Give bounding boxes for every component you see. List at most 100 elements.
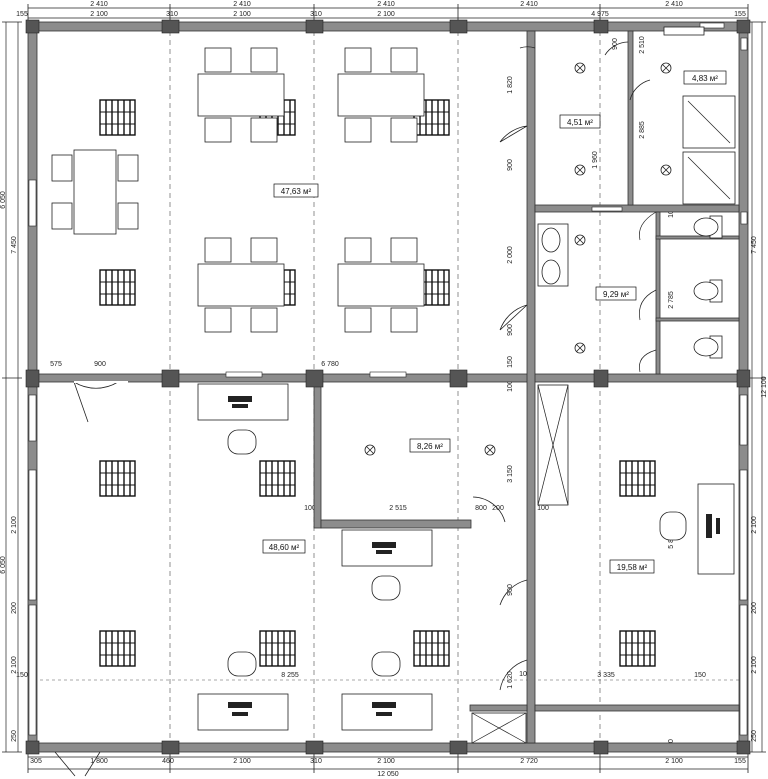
dim-interior: 3 150: [507, 465, 514, 483]
ceiling-light-icon: [574, 342, 586, 354]
ceiling-light-icon: [484, 444, 496, 456]
dim-left-outer: 6 050: [0, 556, 7, 574]
dim-interior: 1 960: [592, 151, 599, 169]
dim-right-inner: 250: [751, 730, 758, 742]
dim-bottom-inner: 2 720: [520, 758, 538, 765]
columns: [25, 19, 751, 755]
shower-cabins: [663, 26, 736, 205]
dim-bottom-inner: 305: [30, 758, 42, 765]
dim-top-outer: 2 410: [377, 1, 395, 8]
ceiling-light-icon: [660, 62, 672, 74]
dim-left-inner: 2 100: [11, 656, 18, 674]
svg-text:8,26 м²: 8,26 м²: [417, 442, 443, 451]
room-label-hall-upper: 47,63 м²: [273, 183, 319, 198]
vent-grille-icon: [619, 460, 656, 497]
dim-top-inner: 310: [310, 11, 322, 18]
ceiling-light-icon: [364, 444, 376, 456]
svg-text:19,58 м²: 19,58 м²: [617, 563, 648, 572]
room-label-office-right: 19,58 м²: [609, 559, 655, 574]
dim-interior: 2 785: [668, 291, 675, 309]
dim-interior: 2 000: [507, 246, 514, 264]
dim-interior: 900: [612, 38, 619, 50]
dim-bottom-inner: 1 800: [90, 758, 108, 765]
vent-grille-icon: [99, 630, 136, 667]
ceiling-light-icon: [574, 62, 586, 74]
dim-top-inner: 155: [734, 11, 746, 18]
dim-top-outer: 2 410: [90, 1, 108, 8]
ventilation-grilles: [99, 99, 656, 667]
dim-top-inner: 155: [16, 11, 28, 18]
dim-bottom-inner: 460: [162, 758, 174, 765]
dim-left-outer: 6 050: [0, 191, 7, 209]
room-label-small-office: 8,26 м²: [409, 438, 451, 453]
svg-text:4,83 м²: 4,83 м²: [692, 74, 718, 83]
room-label-wc: 9,29 м²: [595, 286, 637, 301]
dim-interior: 2 510: [639, 36, 646, 54]
dim-right-inner: 2 100: [751, 516, 758, 534]
dim-interior: 2 515: [389, 505, 407, 512]
dim-interior: 1 820: [507, 76, 514, 94]
dim-left-inner: 7 450: [11, 236, 18, 254]
dim-top-outer: 2 410: [233, 1, 251, 8]
dim-interior: 8 255: [281, 672, 299, 679]
doors: [54, 41, 651, 777]
dim-top-inner: 2 100: [90, 11, 108, 18]
dim-left-inner: 250: [11, 730, 18, 742]
vent-grille-icon: [413, 630, 450, 667]
dim-interior: 900: [507, 159, 514, 171]
vent-grille-icon: [259, 460, 296, 497]
dim-right-inner: 2 100: [751, 656, 758, 674]
dim-left-inner: 200: [11, 602, 18, 614]
dim-bottom-inner: 155: [734, 758, 746, 765]
dim-bottom-inner: 2 100: [233, 758, 251, 765]
dim-top-outer: 2 410: [520, 1, 538, 8]
vent-grille-icon: [99, 269, 136, 306]
room-label-shower: 4,83 м²: [683, 70, 727, 85]
dim-interior: 100: [519, 671, 531, 678]
dim-bottom-total: 12 050: [377, 771, 399, 778]
dim-interior: 2 885: [639, 121, 646, 139]
dim-interior: 900: [507, 324, 514, 336]
room-label-hall-lower: 48,60 м²: [262, 539, 306, 554]
svg-text:9,29 м²: 9,29 м²: [603, 290, 629, 299]
dim-interior: 150: [16, 672, 28, 679]
vent-grille-icon: [619, 630, 656, 667]
dim-interior: 575: [50, 361, 62, 368]
dim-interior: 800: [475, 505, 487, 512]
dim-bottom-inner: 310: [310, 758, 322, 765]
vent-grille-icon: [99, 99, 136, 136]
dim-interior: 100: [304, 505, 316, 512]
dim-top-outer: 2 410: [665, 1, 683, 8]
dim-interior: 150: [507, 356, 514, 368]
vent-grille-icon: [99, 460, 136, 497]
svg-text:4,51 м²: 4,51 м²: [567, 118, 593, 127]
interior-walls: [36, 30, 740, 744]
dim-interior: 900: [507, 584, 514, 596]
dim-right-outer: 12 100: [761, 376, 768, 398]
ceiling-light-icon: [574, 164, 586, 176]
dim-top-inner: 2 100: [377, 11, 395, 18]
ceiling-lights: [364, 62, 672, 456]
toilets: [693, 215, 723, 359]
dim-interior: 100: [507, 380, 514, 392]
dim-right-inner: 200: [751, 602, 758, 614]
dim-interior: 100: [537, 505, 549, 512]
dim-top-inner: 2 100: [233, 11, 251, 18]
wc-partitions: [639, 211, 740, 375]
svg-text:48,60 м²: 48,60 м²: [269, 543, 300, 552]
vent-grille-icon: [259, 630, 296, 667]
dim-bottom-inner: 2 100: [665, 758, 683, 765]
dim-interior: 900: [94, 361, 106, 368]
ceiling-light-icon: [574, 234, 586, 246]
dim-interior: 3 335: [597, 672, 615, 679]
dim-top-inner: 310: [166, 11, 178, 18]
room-labels: 47,63 м² 48,60 м² 8,26 м² 4,51 м² 4,83 м…: [262, 70, 727, 574]
windows: [28, 22, 748, 736]
dim-top-inner: 4 975: [591, 11, 609, 18]
furniture: [51, 47, 735, 744]
dim-left-inner: 2 100: [11, 516, 18, 534]
ceiling-light-icon: [660, 164, 672, 176]
dim-interior: 150: [694, 672, 706, 679]
dim-interior: 6 780: [321, 361, 339, 368]
